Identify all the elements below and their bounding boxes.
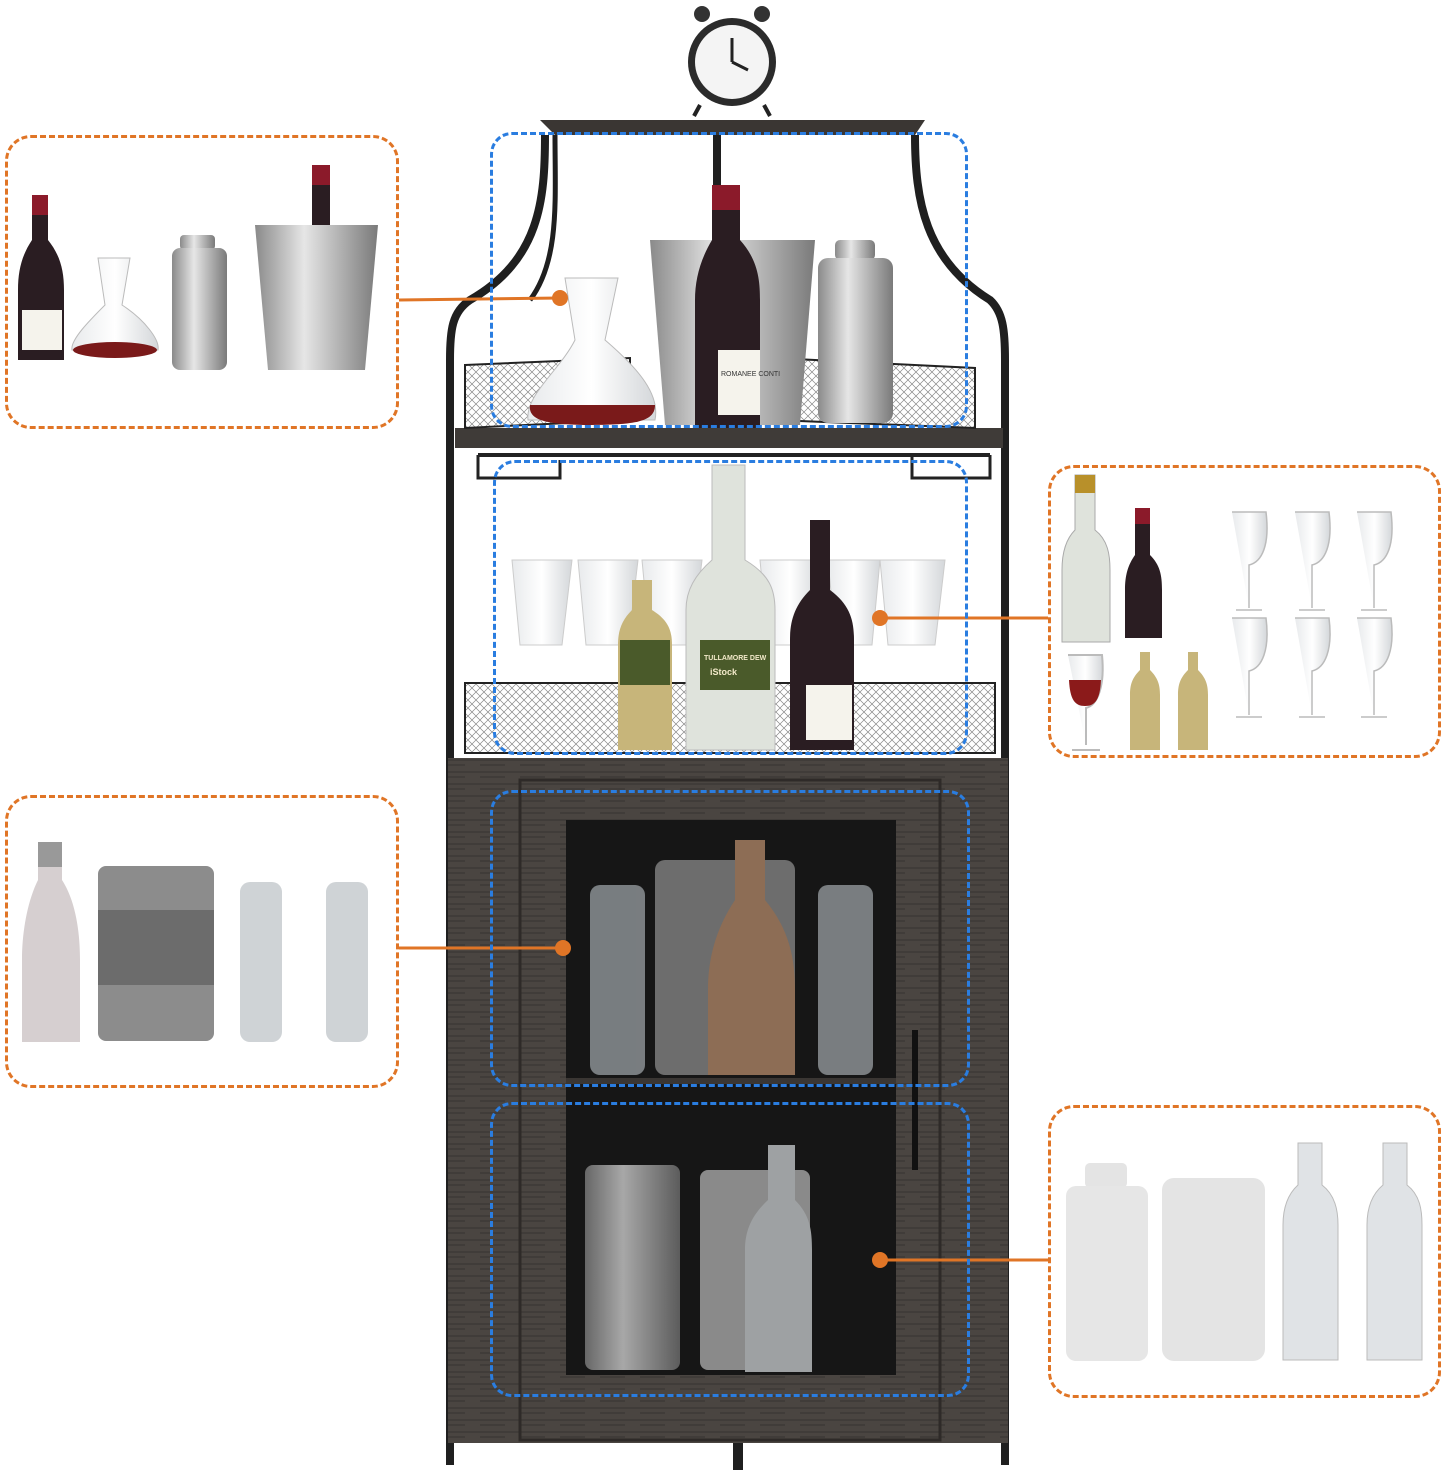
callout-items-cabinet-upper [22, 842, 368, 1042]
wine-bottle: ROMANEE CONTI [695, 185, 780, 428]
zone-cabinet-upper [490, 790, 970, 1087]
alarm-clock [688, 6, 776, 117]
decanter [527, 277, 657, 425]
lower-cabinet [448, 758, 1008, 1443]
zone-glass-rack [493, 460, 968, 755]
door-handle[interactable] [912, 1030, 918, 1170]
watermark-text: iStock [710, 667, 738, 677]
cocktail-shaker [818, 240, 893, 423]
cabinet-contents-upper [590, 840, 873, 1075]
middle-shelf [455, 428, 1003, 448]
callout-box-cabinet-upper [5, 795, 399, 1088]
wine-label-text: ROMANEE CONTI [721, 371, 780, 378]
callout-items-top-shelf [18, 165, 378, 370]
callout-box-top-shelf [5, 135, 399, 429]
callout-items-glass-rack [1061, 474, 1393, 751]
cabinet-contents-lower [585, 1145, 812, 1372]
callout-items-cabinet-lower [1066, 1142, 1423, 1361]
callout-connectors [398, 290, 1048, 1268]
whiskey-bottles: TULLAMORE DEW iStock [618, 464, 854, 751]
callout-box-glass-rack [1048, 465, 1441, 758]
whiskey-label-text: TULLAMORE DEW [704, 655, 767, 662]
callout-box-cabinet-lower [1048, 1105, 1441, 1398]
zone-top-shelf [490, 132, 968, 428]
zone-cabinet-lower [490, 1102, 970, 1397]
